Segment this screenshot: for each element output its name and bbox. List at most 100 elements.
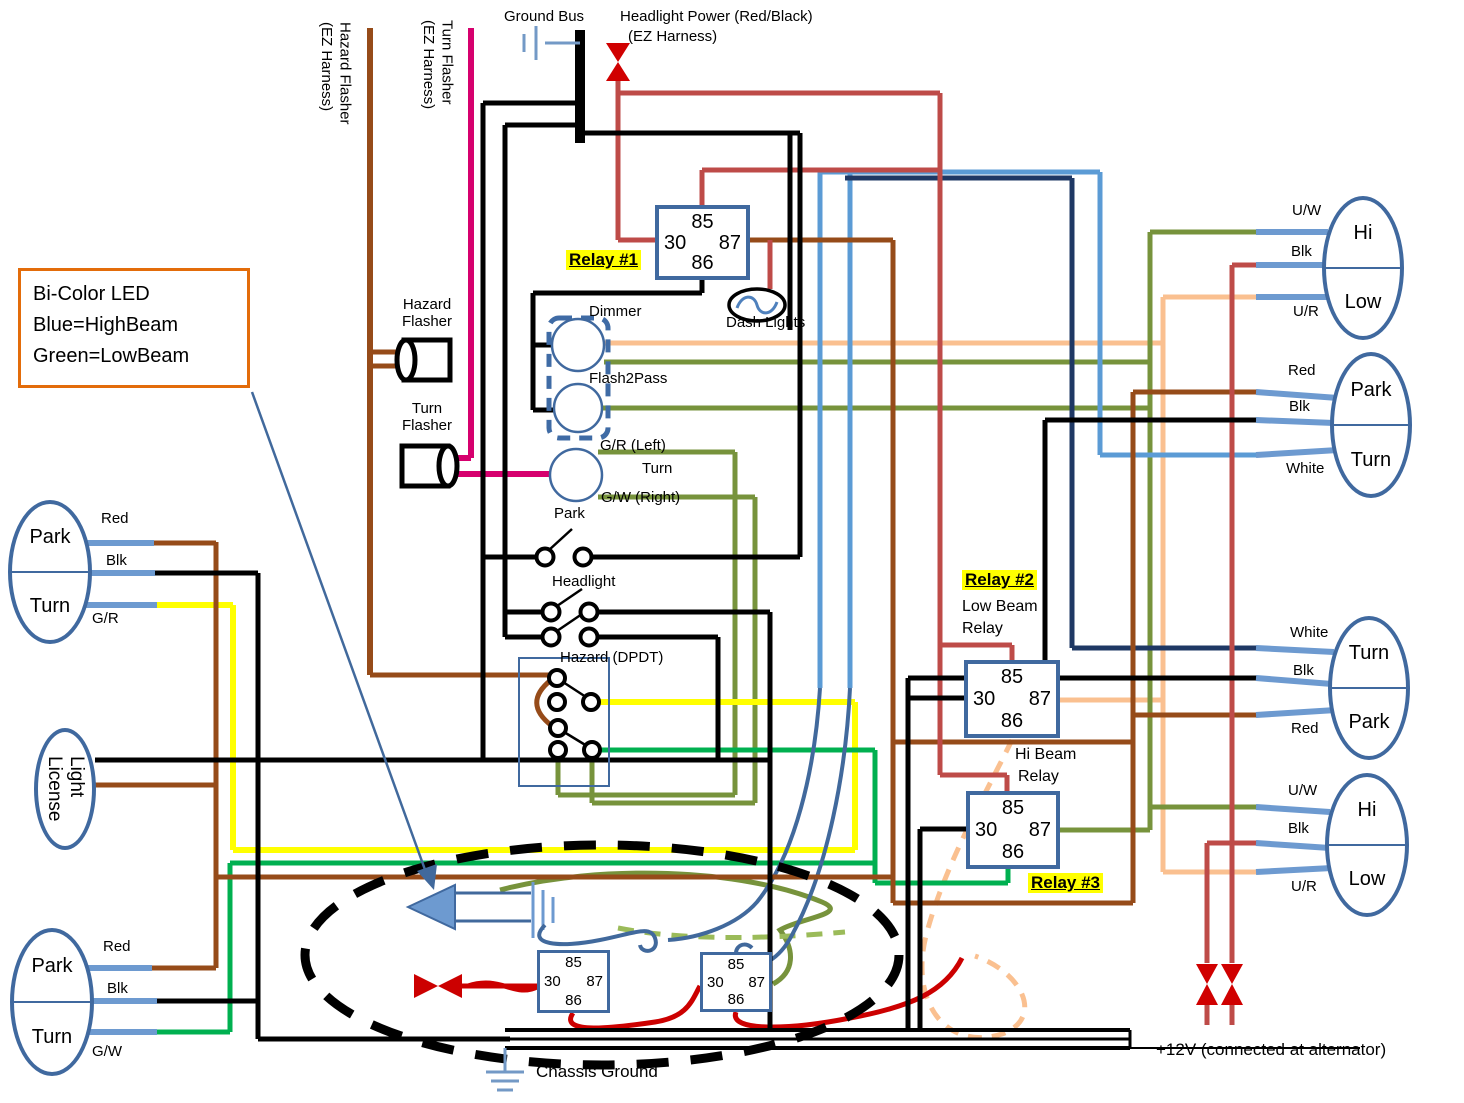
stub-label: U/R — [1293, 303, 1319, 320]
chassis-relay-b-pin85: 85 — [727, 956, 745, 973]
lamp-label: Low — [1344, 291, 1382, 313]
headlight-switch-label: Headlight — [552, 573, 616, 590]
stub-label: U/W — [1288, 782, 1318, 799]
park-switch-icon — [534, 528, 594, 568]
lamp-label: Turn — [29, 595, 71, 617]
hazard-harness-line2: (EZ Harness) — [317, 22, 335, 112]
stub-label: Red — [103, 938, 131, 955]
headlight-power-label-2: (EZ Harness) — [628, 28, 718, 45]
red-power-wires — [615, 80, 1262, 1025]
relay2-label: Relay #2 — [962, 570, 1037, 590]
turn-switch-icon — [548, 447, 604, 503]
headlight-switch-icon — [540, 587, 600, 648]
lamp-divider — [1334, 424, 1408, 426]
lamp-divider — [1332, 687, 1406, 689]
yellow-wires — [155, 602, 858, 853]
stub-label: G/R — [92, 610, 119, 627]
relay3-label: Relay #3 — [1028, 873, 1103, 893]
lamp-left-park-turn-bottom: Park Turn — [10, 928, 94, 1076]
chassis-relay-a-pin30: 30 — [544, 973, 561, 990]
lamp-label: Low — [1348, 868, 1386, 890]
chassis-relay-a-pin86: 86 — [565, 992, 582, 1009]
lamp-label: Turn — [1350, 448, 1392, 471]
stub-label: U/W — [1292, 202, 1322, 219]
black-wires — [95, 30, 1360, 1050]
stub-label: White — [1290, 624, 1329, 641]
turn-harness-line1: Turn Flasher — [438, 20, 456, 105]
lamp-right-turn-park: Turn Park — [1328, 616, 1410, 760]
relay3-pin30: 30 — [975, 819, 998, 841]
relay2-pin86: 86 — [1000, 710, 1024, 732]
relay3-sub2: Relay — [1018, 768, 1059, 785]
note-arrow-icon — [250, 391, 437, 890]
stub-label: Red — [1288, 362, 1316, 379]
lamp-label: Park — [1350, 378, 1392, 401]
stub-label: White — [1286, 460, 1325, 477]
lamp-divider — [14, 1001, 90, 1003]
chassis-connector-icon — [414, 974, 462, 998]
park-switch-label: Park — [554, 505, 585, 522]
chassis-boundary — [300, 840, 904, 1070]
hazard-dpdt-label: Hazard (DPDT) — [560, 649, 664, 666]
note-line1: Bi-Color LED — [33, 283, 150, 305]
chassis-ground-icon — [486, 1048, 524, 1092]
lamp-right-hi-low-top: Hi Low — [1322, 196, 1404, 340]
chassis-relay-b-pin30: 30 — [707, 973, 724, 991]
relay1-label: Relay #1 — [566, 250, 641, 270]
brown-wires — [85, 28, 1262, 971]
relay3-pin87: 87 — [1028, 819, 1051, 841]
chassis-relay-b-pin87: 87 — [748, 973, 765, 991]
lamp-right-park-turn: Park Turn — [1330, 352, 1412, 498]
turn-switch-label: Turn — [642, 460, 673, 477]
relay3-pin86: 86 — [1001, 841, 1025, 863]
gr-left-label: G/R (Left) — [600, 437, 666, 454]
relay1-pin30: 30 — [664, 231, 687, 254]
license-label-2: Light — [65, 756, 87, 798]
lamp-label: Hi — [1357, 799, 1377, 821]
turn-flasher-label: Turn Flasher — [396, 400, 458, 435]
lamp-label: Park — [1348, 711, 1390, 733]
relay2-pin30: 30 — [973, 688, 996, 710]
stub-label: Blk — [1291, 243, 1312, 260]
plus12v-label: +12V (connected at alternator) — [1156, 1040, 1387, 1059]
lamp-label: Park — [29, 526, 71, 548]
chassis-relay-b-box: 85 30 87 86 — [700, 952, 772, 1012]
turn-flasher-line1: Turn — [411, 400, 443, 417]
gw-right-label: G/W (Right) — [601, 489, 681, 506]
ground-bus-label: Ground Bus — [504, 8, 585, 25]
turn-harness-label: Turn Flasher (EZ Harness) — [418, 20, 456, 109]
lamp-left-park-turn-top: Park Turn — [8, 500, 92, 644]
lamp-label: Park — [31, 955, 73, 977]
stub-label: Blk — [106, 552, 127, 569]
stub-label: U/R — [1291, 878, 1317, 895]
chassis-relay-b-pin86: 86 — [727, 991, 745, 1008]
plus12v-connector-icons — [1196, 964, 1243, 1005]
turn-flasher-line2: Flasher — [401, 417, 453, 435]
hazard-harness-label: Hazard Flasher (EZ Harness) — [316, 22, 354, 125]
olive-wires — [499, 229, 1262, 987]
chassis-ground-label: Chassis Ground — [536, 1062, 658, 1081]
lamp-divider — [1329, 844, 1405, 846]
stub-label: Blk — [107, 980, 128, 997]
power-connector-icon — [606, 43, 630, 81]
flash2pass-label: Flash2Pass — [589, 370, 668, 387]
lamp-label: Turn — [31, 1026, 73, 1048]
note-line2: Blue=HighBeam — [33, 314, 179, 336]
dash-lights-icon — [727, 287, 787, 323]
relay2-sub2: Relay — [962, 620, 1003, 637]
switch-circles — [548, 317, 606, 503]
relay3-pin85: 85 — [1001, 797, 1025, 819]
bi-color-led-note: Bi-Color LED Blue=HighBeam Green=LowBeam — [18, 268, 250, 388]
stub-label: Red — [101, 510, 129, 527]
relay1-pin85: 85 — [691, 211, 714, 233]
bi-color-led-icon — [405, 882, 658, 953]
hazard-flasher-label: Hazard Flasher — [396, 296, 458, 331]
ground-bus-icon — [522, 26, 580, 60]
dimmer-label: Dimmer — [589, 303, 642, 320]
chassis-relay-a-pin87: 87 — [586, 973, 603, 990]
lamp-label: Hi — [1353, 222, 1373, 244]
